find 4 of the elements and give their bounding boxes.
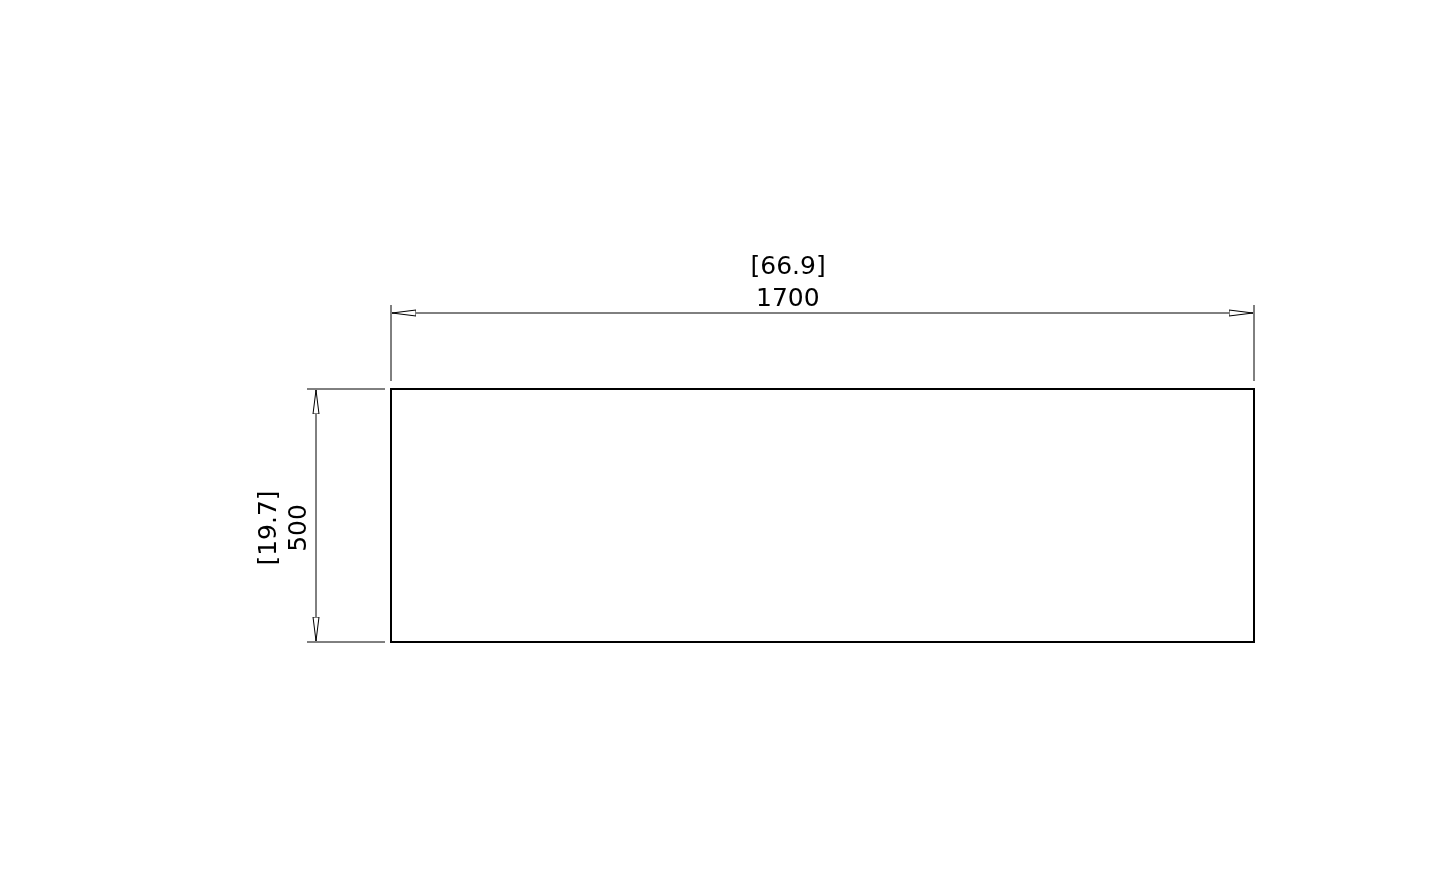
dimension-label: 500 [283,504,312,552]
dimension-label: [66.9] [750,252,826,280]
dimension-label: [19.7] [253,490,282,566]
dimension-label: 1700 [756,284,820,312]
